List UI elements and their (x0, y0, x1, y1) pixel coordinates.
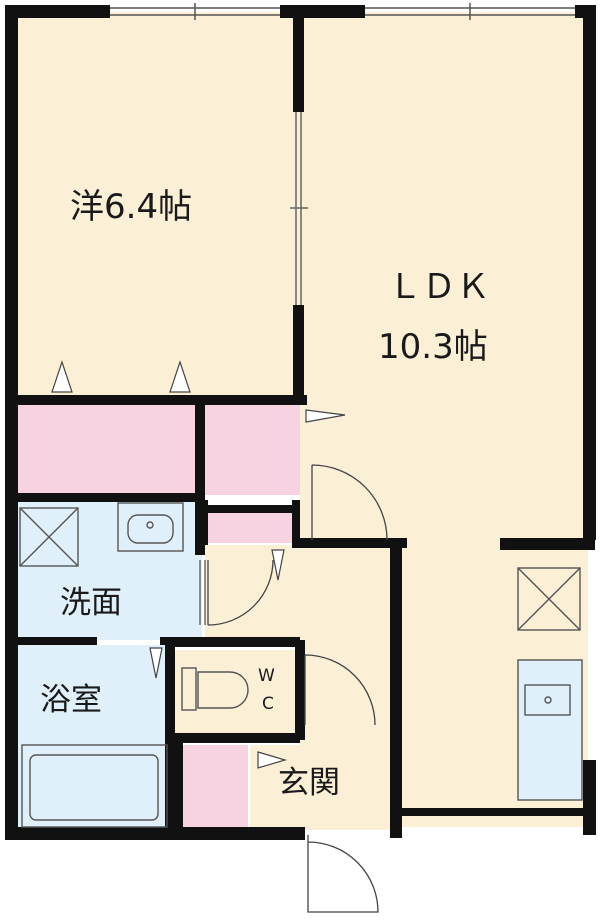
toilet-label-w: W (258, 666, 275, 686)
door-swings (207, 464, 388, 913)
western-room-name: 洋 (70, 187, 104, 227)
interior-walls (12, 12, 595, 838)
closet-hall (208, 513, 295, 543)
washroom-label: 洗面 (60, 585, 122, 621)
toilet-fixture (181, 667, 249, 711)
western-room-size: 6.4帖 (104, 187, 193, 227)
washroom-floor (12, 500, 202, 640)
western-room-label: 洋6.4帖 (70, 190, 192, 224)
top-windows (110, 3, 575, 20)
entrance-label: 玄関 (278, 765, 340, 801)
fridge-space (517, 567, 581, 631)
bathtub (21, 744, 168, 828)
ldk-name: ＬＤＫ (388, 267, 490, 307)
closet-western (12, 403, 197, 495)
closet-ldk (205, 403, 300, 495)
outer-walls (5, 5, 596, 840)
hall-floor (205, 545, 400, 645)
sliding-door-ldk (290, 112, 308, 305)
western-room-floor (12, 12, 302, 400)
bathroom-label: 浴室 (40, 682, 102, 718)
toilet-floor (175, 650, 300, 735)
ldk-size: 10.3帖 (378, 327, 488, 367)
washroom-fixtures (19, 502, 184, 567)
washroom-sliding-door (199, 560, 206, 625)
kitchen-counter (517, 659, 583, 801)
closet-door-marks (51, 360, 346, 769)
shoe-closet (178, 745, 248, 828)
bathtub-inner (29, 754, 159, 821)
toilet-label-c: C (262, 694, 274, 714)
bathroom-floor (12, 645, 170, 830)
